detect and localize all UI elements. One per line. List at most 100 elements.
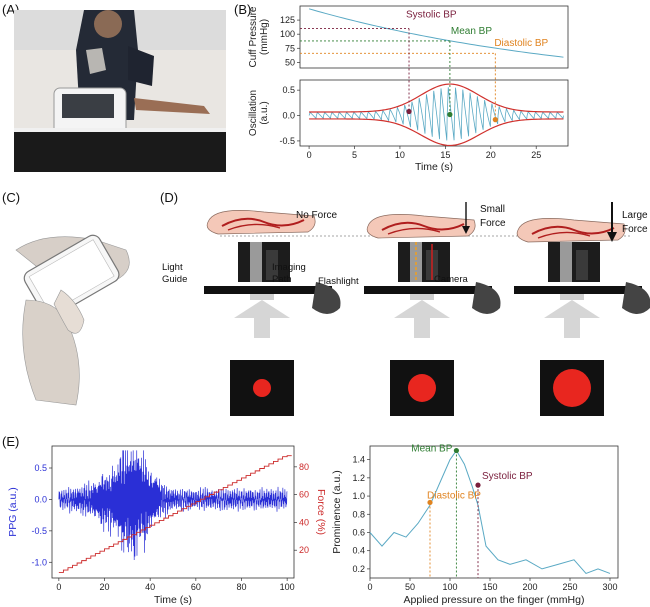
tick-label: 1.0 [352,491,365,501]
bp-marker-0 [406,108,412,115]
blood-vessel [227,223,281,231]
label-camera: Camera [434,274,469,285]
sensor-housing [238,242,290,282]
label-small-force-1: Small [480,204,505,215]
tick-label: 0.5 [282,85,295,95]
tick-label: 60 [299,490,309,500]
e-right-frame [369,445,619,579]
tick-label: 20 [100,582,110,592]
bp-monitor-photo [14,10,226,172]
tick-label: 0.6 [352,527,365,537]
tick-label: 0 [56,582,61,592]
tick-label: 0.5 [34,463,47,473]
imaging-channel [266,250,278,280]
label-imaging-path-2: Path [272,274,292,285]
panel-label-b: (B) [234,2,252,17]
tick-label: 200 [522,582,537,592]
bp-marker [427,499,433,506]
tick-label: 1.2 [352,473,365,483]
tick-label: 0.2 [352,564,365,574]
stage-large-force [514,218,650,416]
tick-label: 300 [602,582,617,592]
label-light-guide-1: Light [162,262,183,273]
ppg-line [58,450,288,560]
stand-base [394,300,450,318]
imaging-channel [576,250,588,280]
force-line [58,455,292,573]
sensor-housing [398,242,450,282]
tick-label: 0 [367,582,372,592]
stand-column [254,318,270,338]
tick-label: 0.0 [34,494,47,504]
stage-no-force [204,210,341,416]
y-axis-label-cuff: Cuff Pressure(mmHg) [248,6,270,67]
clamp [472,282,501,314]
tick-label: 80 [236,582,246,592]
annotation-diastolic: Diastolic BP [494,38,548,49]
y-axis-label-force: Force (%) [315,489,327,535]
phone-body [204,286,332,294]
annotation-systolic: Systolic BP [482,471,533,482]
tick-label: 50 [285,57,295,67]
x-axis-label-time: Time (s) [154,594,192,606]
bp-marker-1 [447,111,453,118]
phone-body [364,286,492,294]
bp-marker-2 [492,117,498,123]
tick-label: 20 [486,150,496,160]
tick-label: 150 [482,582,497,592]
stand-top [560,294,584,300]
cuff-pressure-line [308,8,564,58]
stand-top [410,294,434,300]
tick-label: 15 [440,150,450,160]
light-spot [408,374,436,402]
b-bottom-frame [299,79,569,147]
annotation-mean: Mean BP [451,26,492,37]
stand-column [414,318,430,338]
label-light-guide-2: Guide [162,274,187,285]
light-spot [553,369,591,407]
tick-label: 5 [352,150,357,160]
phone-in-hand-illustration [15,234,130,406]
label-small-force-2: Force [480,218,506,229]
upper-envelope [309,83,564,113]
blood-vessel [531,225,615,235]
sensor-housing [548,242,600,282]
panel-label-c: (C) [2,190,21,205]
tick-label: 0 [307,150,312,160]
blood-vessel [381,221,465,231]
prominence-line [369,449,611,575]
tick-label: 50 [405,582,415,592]
label-large-force-1: Large [622,210,648,221]
clamp [312,282,341,314]
label-large-force-2: Force [622,224,648,235]
stage-small-force [364,214,501,416]
tick-label: 60 [191,582,201,592]
light-guide [250,242,262,282]
oscillation-line [308,87,564,141]
x-axis-label-pressure: Applied pressure on the finger (mmHg) [404,594,585,606]
annotation-diastolic: Diastolic BP [427,490,481,501]
tick-label: 0.4 [352,546,365,556]
blood-vessel [221,217,305,227]
light-guide [560,242,572,282]
label-imaging-path-1: Imaging [272,262,306,273]
tick-label: 80 [299,462,309,472]
lower-envelope [309,118,564,147]
tick-label: -1.0 [31,557,47,567]
blood-vessel [387,227,441,235]
annotation-mean: Mean BP [411,444,452,455]
y-axis-label-osc: Oscillation(a.u.) [248,90,270,136]
tick-label: 25 [531,150,541,160]
stand-column [564,318,580,338]
tick-label: 100 [280,29,295,39]
tick-label: -0.5 [279,136,295,146]
light-spot [253,379,271,397]
tick-label: 0.8 [352,509,365,519]
panel-label-d: (D) [160,190,179,205]
e-left-frame [51,445,295,579]
x-axis-label-time: Time (s) [415,161,453,173]
label-flashlight: Flashlight [318,276,359,287]
tick-label: 0.0 [282,111,295,121]
